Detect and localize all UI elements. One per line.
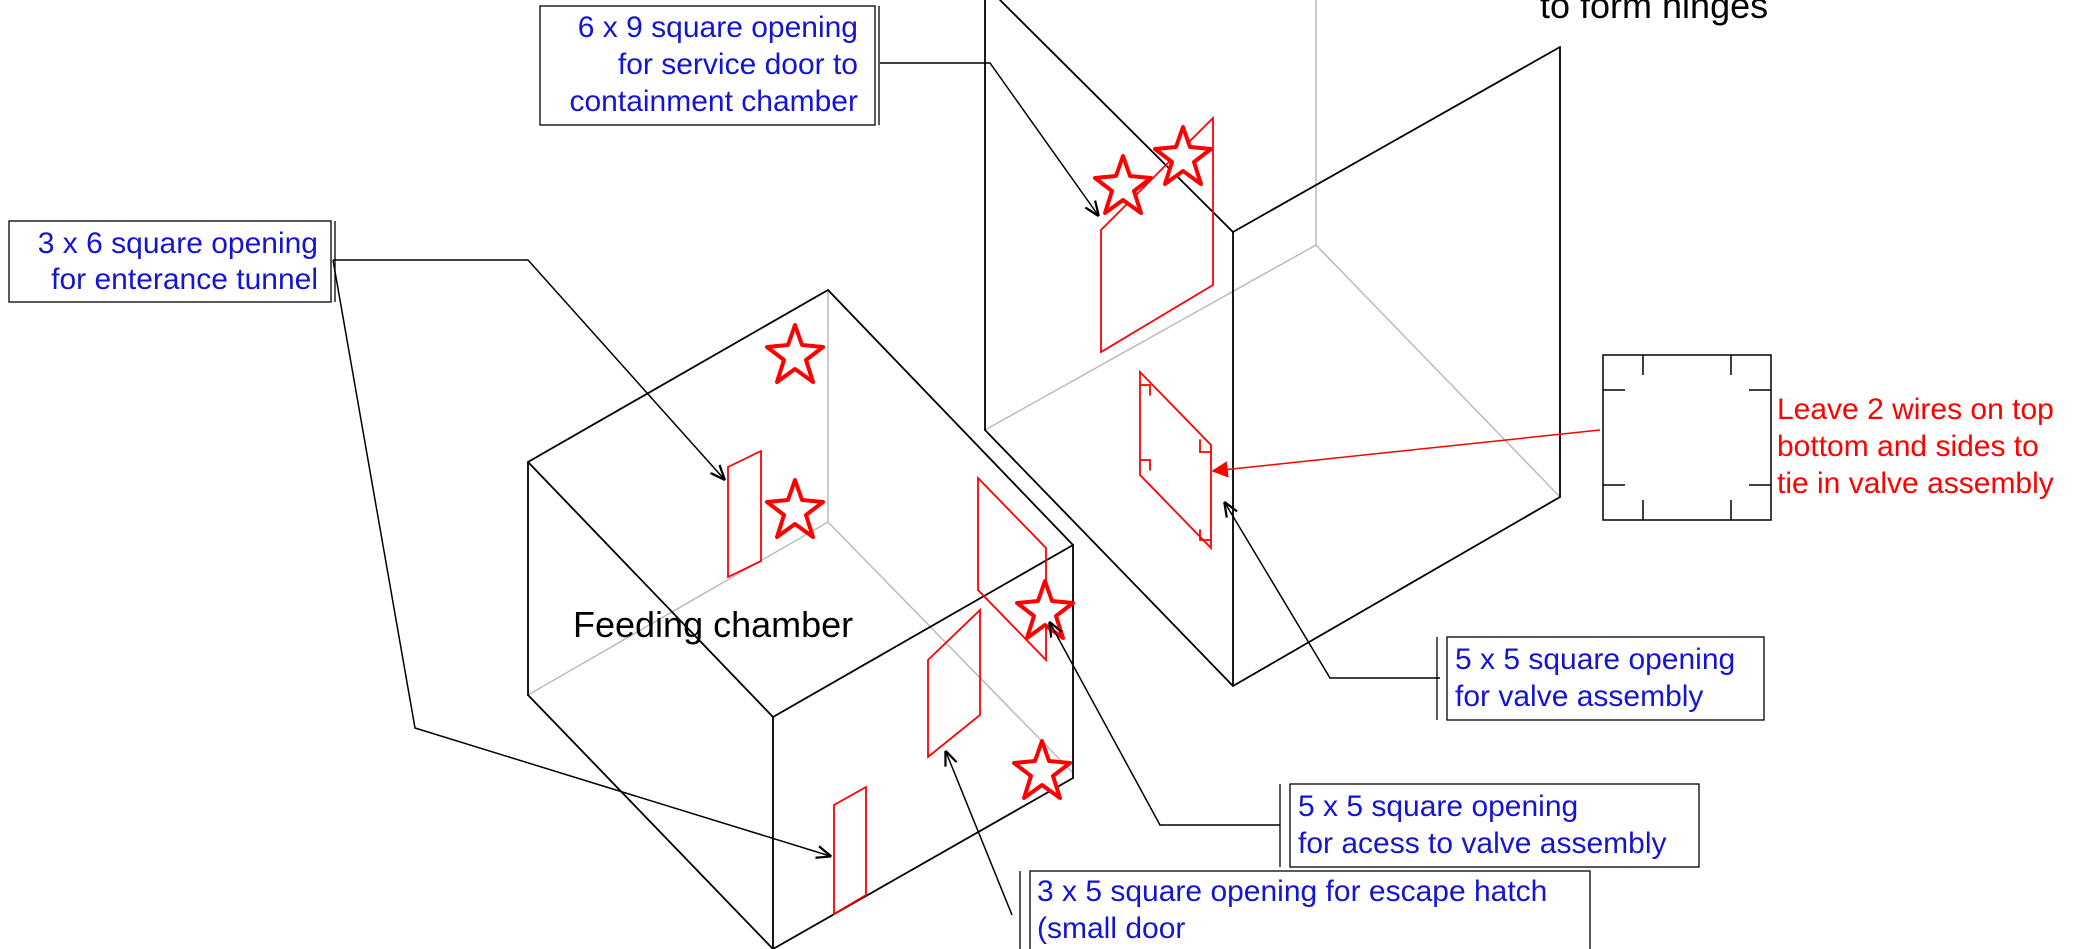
- service-door-label: 6 x 9 square opening for service door to…: [570, 11, 859, 118]
- service-door-callout-box: [539, 5, 876, 126]
- weld-star-icon: [765, 478, 825, 539]
- escape-hatch-label: 3 x 5 square opening for escape hatch (s…: [1037, 875, 1547, 945]
- tunnel-exit-cutout: [833, 785, 867, 916]
- svg-text:for enterance tunnel: for enterance tunnel: [51, 263, 318, 296]
- escape-hatch-callout-box: [1029, 870, 1591, 949]
- svg-text:for acess to valve assembly: for acess to valve assembly: [1298, 827, 1666, 860]
- weld-star-icon: [1093, 154, 1153, 215]
- svg-text:3 x 5 square opening for escap: 3 x 5 square opening for escape hatch: [1037, 875, 1547, 908]
- svg-text:3 x 6 square opening: 3 x 6 square opening: [38, 227, 318, 260]
- access-valve-label: 5 x 5 square opening for acess to valve …: [1298, 790, 1666, 860]
- svg-text:for service door to: for service door to: [618, 48, 858, 81]
- svg-text:Leave 2 wires on top: Leave 2 wires on top: [1777, 393, 2054, 426]
- valve-assembly-label: 5 x 5 square opening for valve assembly: [1455, 643, 1735, 713]
- svg-text:6 x 9 square opening: 6 x 9 square opening: [578, 11, 858, 44]
- escape-hatch-cutout: [927, 607, 981, 759]
- wires-note-label: Leave 2 wires on top bottom and sides to…: [1777, 393, 2054, 500]
- callout-boxes: [8, 5, 1765, 949]
- access-valve-callout-box: [1289, 783, 1700, 868]
- valve-assembly-callout-box: [1446, 636, 1765, 721]
- access-valve-cutout: [977, 475, 1047, 663]
- svg-text:5 x 5 square opening: 5 x 5 square opening: [1455, 643, 1735, 676]
- hinges-note-partial: to form hinges: [1540, 0, 1768, 26]
- weld-star-icon: [1015, 579, 1075, 640]
- weld-star-icon: [1012, 739, 1072, 800]
- weld-stars: [765, 125, 1213, 800]
- svg-text:containment chamber: containment chamber: [570, 85, 859, 118]
- leader-lines: [332, 62, 1601, 916]
- svg-text:for valve assembly: for valve assembly: [1455, 680, 1703, 713]
- svg-text:bottom and sides to: bottom and sides to: [1777, 430, 2039, 463]
- feeding-chamber-box: [527, 289, 1074, 949]
- svg-text:5 x 5 square opening: 5 x 5 square opening: [1298, 790, 1578, 823]
- weld-star-icon: [765, 323, 825, 384]
- weld-star-icon: [1153, 125, 1213, 186]
- svg-text:(small door: (small door: [1037, 912, 1185, 945]
- entrance-tunnel-cutout: [727, 449, 762, 579]
- valve-assembly-cutout: [1139, 369, 1212, 551]
- feeding-chamber-label: Feeding chamber: [573, 604, 853, 645]
- entrance-tunnel-callout-box: [8, 220, 332, 303]
- wire-tie-detail: [1602, 354, 1772, 521]
- entrance-tunnel-label: 3 x 6 square opening for enterance tunne…: [38, 227, 318, 296]
- svg-text:tie in valve assembly: tie in valve assembly: [1777, 467, 2054, 500]
